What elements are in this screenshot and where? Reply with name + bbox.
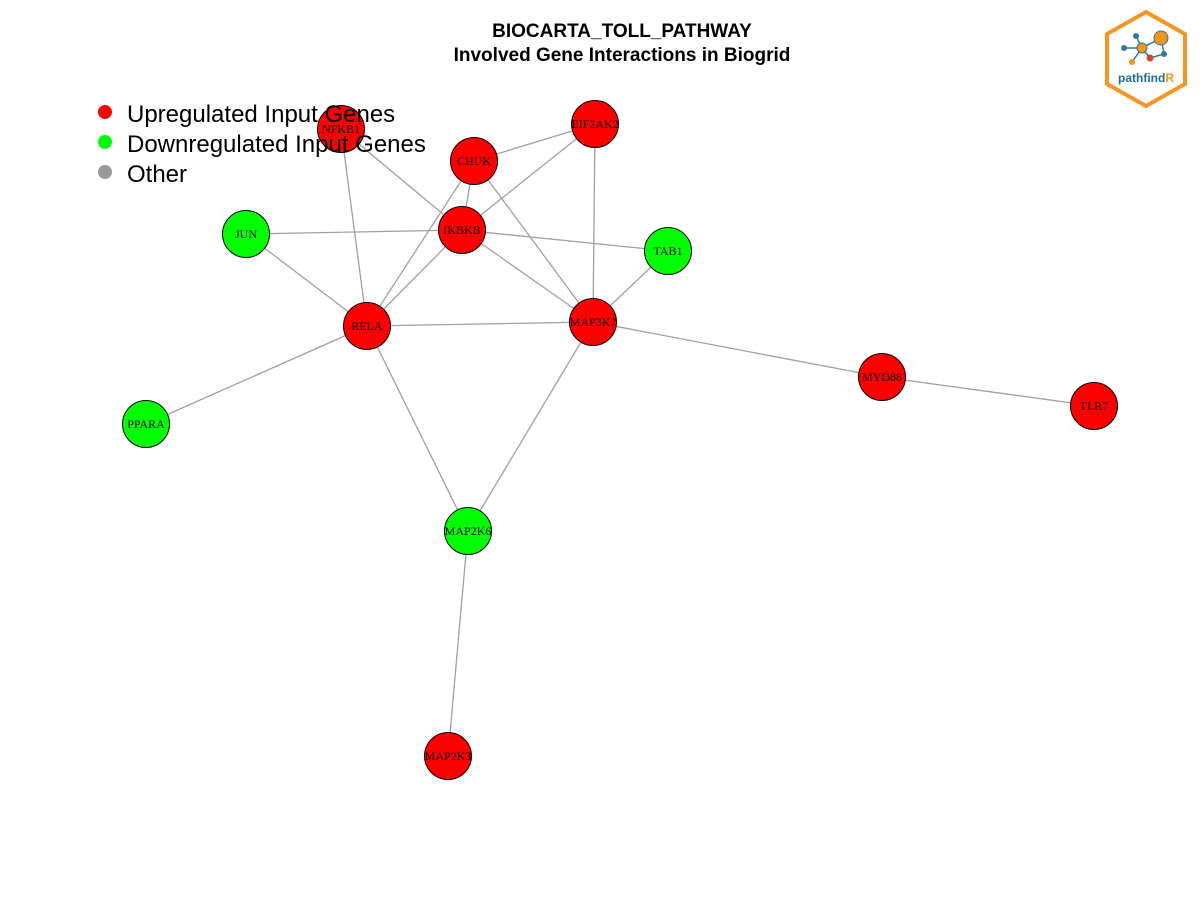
node-ppara: PPARA <box>122 400 170 448</box>
edge-map3k7-myd88 <box>592 321 883 378</box>
edge-ikbkb-map3k7 <box>461 229 594 323</box>
pathfindr-logo: pathfindR <box>1105 9 1187 109</box>
logo-hexagon <box>1105 9 1187 109</box>
edge-nfkb1-ikbkb <box>340 128 463 231</box>
node-rela: RELA <box>343 302 391 350</box>
legend-item-downregulated: Downregulated Input Genes <box>96 130 426 160</box>
legend-dot-other <box>98 164 112 179</box>
edge-rela-map2k6 <box>366 325 469 532</box>
logo-text-accent: R <box>1165 71 1174 85</box>
node-tlr7: TLR7 <box>1070 382 1118 430</box>
node-label-map3k7: MAP3K7 <box>570 315 617 329</box>
node-label-jun: JUN <box>235 227 257 241</box>
edges-layer <box>145 123 1095 757</box>
edge-eif2ak2-ikbkb <box>461 123 596 231</box>
node-circle-rela <box>343 302 391 350</box>
node-label-ikbkb: IKBKB <box>443 223 480 237</box>
node-label-ppara: PPARA <box>127 417 165 431</box>
legend-label-upregulated: Upregulated Input Genes <box>127 101 396 128</box>
node-myd88: MYD88 <box>858 353 906 401</box>
edge-chuk-rela <box>366 160 475 327</box>
edge-jun-rela <box>245 233 368 327</box>
chart-title: BIOCARTA_TOLL_PATHWAY Involved Gene Inte… <box>0 20 1200 68</box>
node-label-myd88: MYD88 <box>862 370 902 384</box>
node-nfkb1: NFKB1 <box>317 105 365 153</box>
node-circle-map2k3 <box>424 732 472 780</box>
legend-item-upregulated: Upregulated Input Genes <box>96 100 426 130</box>
edge-rela-map3k7 <box>366 321 594 327</box>
legend-item-other: Other <box>96 160 426 190</box>
node-circle-jun <box>222 210 270 258</box>
node-circle-tlr7 <box>1070 382 1118 430</box>
legend-dot-upregulated <box>98 104 112 119</box>
node-label-map2k3: MAP2K3 <box>425 749 472 763</box>
node-eif2ak2: EIF2AK2 <box>571 100 619 148</box>
edge-eif2ak2-map3k7 <box>592 123 596 323</box>
logo-text-main: pathfind <box>1118 71 1165 85</box>
node-tab1: TAB1 <box>644 227 692 275</box>
node-circle-eif2ak2 <box>571 100 619 148</box>
logo-text: pathfindR <box>1118 71 1174 85</box>
node-map2k6: MAP2K6 <box>444 507 492 555</box>
edge-rela-ppara <box>145 325 368 425</box>
node-label-chuk: CHUK <box>457 154 491 168</box>
node-jun: JUN <box>222 210 270 258</box>
node-label-nfkb1: NFKB1 <box>322 122 360 136</box>
edge-nfkb1-rela <box>340 128 368 327</box>
node-circle-map3k7 <box>569 298 617 346</box>
node-circle-ikbkb <box>438 206 486 254</box>
node-circle-map2k6 <box>444 507 492 555</box>
node-label-tlr7: TLR7 <box>1080 399 1109 413</box>
node-label-rela: RELA <box>351 319 383 333</box>
node-chuk: CHUK <box>450 137 498 185</box>
node-ikbkb: IKBKB <box>438 206 486 254</box>
node-map2k3: MAP2K3 <box>424 732 472 780</box>
node-map3k7: MAP3K7 <box>569 298 617 346</box>
node-label-map2k6: MAP2K6 <box>445 524 492 538</box>
node-circle-ppara <box>122 400 170 448</box>
legend-dot-downregulated <box>98 134 112 149</box>
node-circle-chuk <box>450 137 498 185</box>
edge-ikbkb-tab1 <box>461 229 669 252</box>
edge-map3k7-map2k6 <box>467 321 594 532</box>
edge-myd88-tlr7 <box>881 376 1095 407</box>
edge-map2k6-map2k3 <box>447 530 469 757</box>
node-label-tab1: TAB1 <box>653 244 682 258</box>
legend-label-other: Other <box>127 161 188 188</box>
node-label-eif2ak2: EIF2AK2 <box>571 117 618 131</box>
logo-network-nodes <box>1121 30 1169 65</box>
node-circle-myd88 <box>858 353 906 401</box>
legend: Upregulated Input Genes Downregulated In… <box>96 100 426 190</box>
legend-label-downregulated: Downregulated Input Genes <box>127 131 426 158</box>
title-line-1: BIOCARTA_TOLL_PATHWAY <box>492 21 752 42</box>
edge-chuk-map3k7 <box>473 160 594 323</box>
node-circle-tab1 <box>644 227 692 275</box>
node-circle-nfkb1 <box>317 105 365 153</box>
edge-jun-ikbkb <box>245 229 463 235</box>
title-line-2: Involved Gene Interactions in Biogrid <box>453 45 791 66</box>
